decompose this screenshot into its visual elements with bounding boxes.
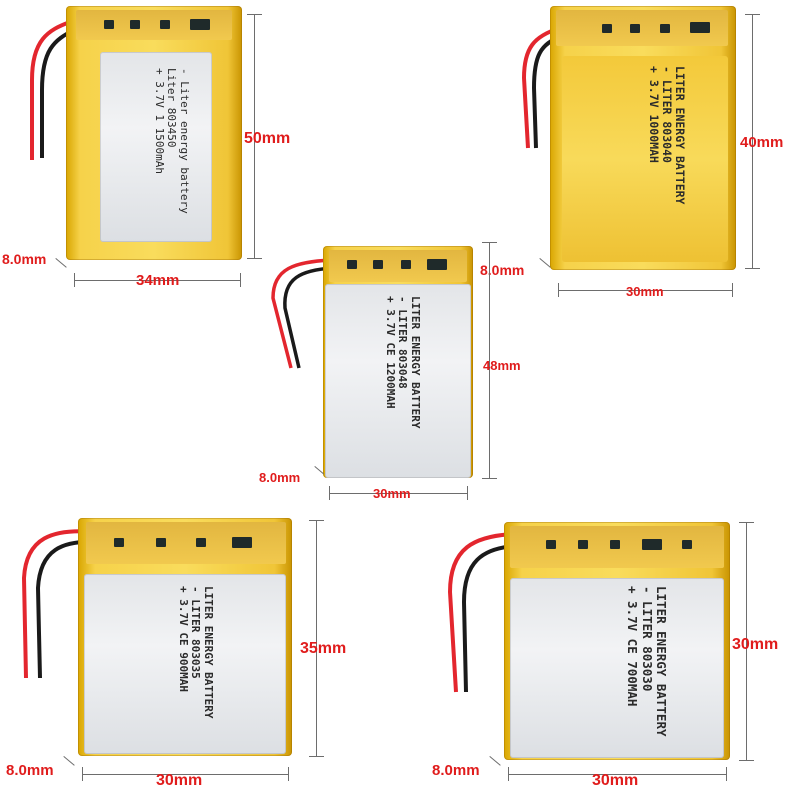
battery-803030: LITER ENERGY BATTERY - LITER 803030 + 3.… (420, 508, 800, 800)
height-dimension: 48mm (483, 358, 521, 373)
pcb-chip (578, 540, 588, 549)
pcb-chip (130, 20, 140, 29)
battery-label-face (325, 284, 471, 478)
pcb-chip (401, 260, 411, 269)
pcb-chip (610, 540, 620, 549)
pcb-chip (690, 22, 710, 33)
battery-803040: LITER ENERGY BATTERY - LITER 803040 + 3.… (480, 0, 800, 310)
pcb-chip (546, 540, 556, 549)
thickness-dimension: 8.0mm (259, 470, 301, 485)
pcb-chip (156, 538, 166, 547)
pcb-chip (682, 540, 692, 549)
pcb-chip (427, 259, 447, 270)
width-dimension: 34mm (136, 272, 180, 289)
pcb-chip (660, 24, 670, 33)
battery-label-text: LITER ENERGY BATTERY - LITER 803035 + 3.… (176, 586, 215, 719)
battery-label-face (84, 574, 286, 754)
battery-label-face (562, 56, 728, 262)
pcb-chip (347, 260, 357, 269)
lead-wires (271, 258, 334, 369)
battery-label-face (100, 52, 212, 242)
thickness-dimension: 8.0mm (2, 251, 47, 267)
width-dimension: 30mm (156, 772, 203, 789)
thickness-dimension: 8.0mm (480, 262, 525, 278)
height-dimension: 30mm (732, 636, 779, 653)
battery-label-face (510, 578, 724, 758)
battery-803035: LITER ENERGY BATTERY - LITER 803035 + 3.… (0, 508, 370, 800)
pcb-chip (160, 20, 170, 29)
pcb-chip (630, 24, 640, 33)
battery-label-text: LITER ENERGY BATTERY - LITER 803030 + 3.… (625, 586, 669, 737)
thickness-dimension: 8.0mm (432, 762, 480, 779)
pcb-chip (114, 538, 124, 547)
height-dimension: 35mm (300, 640, 347, 657)
battery-803450: - Liter energy battery Liter 803450 + 3.… (0, 0, 290, 290)
width-dimension: 30mm (592, 772, 639, 789)
battery-803048: LITER ENERGY BATTERY - LITER 803048 + 3.… (255, 236, 525, 510)
pcb-chip (602, 24, 612, 33)
battery-label-text: LITER ENERGY BATTERY - LITER 803048 + 3.… (383, 296, 422, 429)
pcb-chip (190, 19, 210, 30)
pcb-chip (642, 539, 662, 550)
battery-label-text: LITER ENERGY BATTERY - LITER 803040 + 3.… (646, 66, 687, 205)
width-dimension: 30mm (373, 486, 411, 501)
height-dimension: 50mm (244, 130, 291, 147)
pcb-chip (196, 538, 206, 547)
pcb-chip (104, 20, 114, 29)
pcb-chip (373, 260, 383, 269)
height-dimension: 40mm (740, 134, 784, 151)
width-dimension: 30mm (626, 284, 664, 299)
battery-label-text: - Liter energy battery Liter 803450 + 3.… (152, 68, 191, 214)
pcb-chip (232, 537, 252, 548)
thickness-dimension: 8.0mm (6, 762, 54, 779)
